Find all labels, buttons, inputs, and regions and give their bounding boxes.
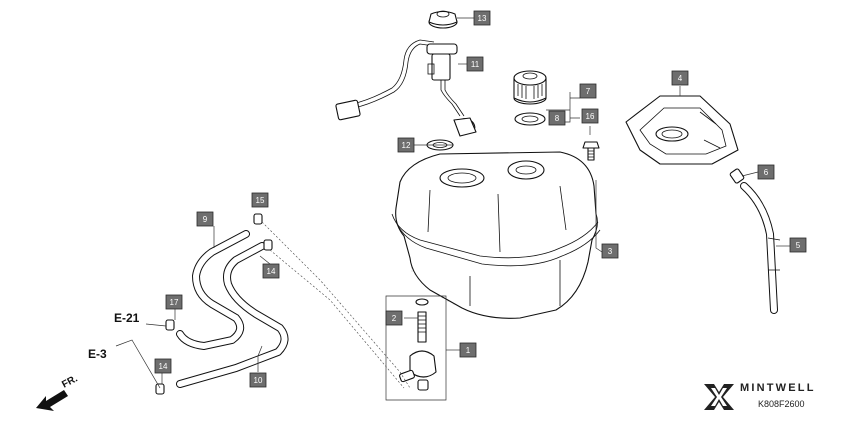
callout-box bbox=[165, 294, 183, 310]
callout-number: 7 bbox=[586, 87, 591, 96]
clip-17-part bbox=[165, 319, 175, 331]
callout-number: 14 bbox=[267, 267, 276, 276]
clip-14b-part bbox=[155, 383, 165, 395]
callout-box bbox=[196, 211, 214, 227]
reference-e3[interactable]: E-3 bbox=[88, 347, 107, 361]
diagram-code: K808F2600 bbox=[758, 399, 805, 409]
callout-5[interactable]: 5 bbox=[789, 237, 807, 253]
callout-number: 9 bbox=[203, 215, 208, 224]
callout-number: 16 bbox=[586, 112, 595, 121]
callout-box bbox=[154, 358, 172, 374]
callout-3[interactable]: 3 bbox=[601, 243, 619, 259]
callout-14a[interactable]: 14 bbox=[262, 263, 280, 279]
callout-box bbox=[579, 83, 597, 99]
tank-tray-part bbox=[625, 95, 739, 165]
callout-box bbox=[397, 137, 415, 153]
callout-2[interactable]: 2 bbox=[385, 310, 403, 326]
front-direction-label: FR. bbox=[60, 373, 80, 390]
callout-9[interactable]: 9 bbox=[196, 211, 214, 227]
reference-e21[interactable]: E-21 bbox=[114, 311, 140, 325]
callout-number: 17 bbox=[170, 298, 179, 307]
callout-8[interactable]: 8 bbox=[548, 110, 566, 126]
clip-14a-part bbox=[263, 239, 273, 251]
callout-number: 8 bbox=[555, 114, 560, 123]
bolt-part bbox=[582, 141, 600, 161]
callout-box bbox=[789, 237, 807, 253]
callout-number: 6 bbox=[764, 168, 769, 177]
callout-box bbox=[466, 56, 484, 72]
callout-number: 10 bbox=[254, 376, 263, 385]
callout-number: 13 bbox=[478, 14, 487, 23]
callout-15[interactable]: 15 bbox=[251, 192, 269, 208]
leader-lines bbox=[115, 17, 790, 389]
brand-block: MINTWELL K808F2600 bbox=[702, 380, 822, 414]
callout-box bbox=[459, 342, 477, 358]
callout-number: 12 bbox=[402, 141, 411, 150]
callout-box bbox=[262, 263, 280, 279]
callout-number: 2 bbox=[392, 314, 397, 323]
callout-box bbox=[385, 310, 403, 326]
callout-box bbox=[581, 108, 599, 124]
callout-14b[interactable]: 14 bbox=[154, 358, 172, 374]
filler-neck-part bbox=[513, 70, 547, 105]
callout-1[interactable]: 1 bbox=[459, 342, 477, 358]
callout-box bbox=[249, 372, 267, 388]
filler-seal-part bbox=[514, 112, 546, 126]
callout-7[interactable]: 7 bbox=[579, 83, 597, 99]
brand-logo-icon bbox=[704, 384, 734, 410]
callout-box bbox=[473, 10, 491, 26]
callout-number: 11 bbox=[471, 60, 480, 69]
fuel-cap-part bbox=[428, 10, 458, 29]
drain-hose-part bbox=[740, 182, 781, 314]
fuel-sender-part bbox=[335, 39, 477, 137]
callout-box bbox=[601, 243, 619, 259]
callout-box bbox=[548, 110, 566, 126]
callout-box bbox=[671, 70, 689, 86]
brand-name: MINTWELL bbox=[740, 382, 816, 394]
hose-10-part bbox=[176, 242, 289, 388]
callout-box bbox=[757, 164, 775, 180]
callout-number: 14 bbox=[159, 362, 168, 371]
callout-number: 4 bbox=[678, 74, 683, 83]
front-direction-arrow: FR. bbox=[36, 373, 80, 411]
callout-11[interactable]: 11 bbox=[466, 56, 484, 72]
callout-number: 5 bbox=[796, 241, 801, 250]
hose-9-part bbox=[176, 230, 250, 350]
callout-number: 15 bbox=[256, 196, 265, 205]
callout-4[interactable]: 4 bbox=[671, 70, 689, 86]
assembly-brackets bbox=[385, 92, 603, 401]
callout-6[interactable]: 6 bbox=[757, 164, 775, 180]
callout-labels: 13 11 7 8 4 16 12 6 3 5 9 15 14 17 2 1 14 10 bbox=[154, 10, 807, 388]
callout-12[interactable]: 12 bbox=[397, 137, 415, 153]
callout-10[interactable]: 10 bbox=[249, 372, 267, 388]
callout-16[interactable]: 16 bbox=[581, 108, 599, 124]
fuel-tank-part bbox=[391, 151, 601, 319]
callout-number: 3 bbox=[608, 247, 613, 256]
callout-number: 1 bbox=[466, 346, 471, 355]
callout-17[interactable]: 17 bbox=[165, 294, 183, 310]
clip-15-part bbox=[253, 213, 263, 225]
callout-box bbox=[251, 192, 269, 208]
callout-13[interactable]: 13 bbox=[473, 10, 491, 26]
hose-fitting-part bbox=[729, 168, 745, 184]
fuel-valve-part bbox=[399, 298, 437, 391]
